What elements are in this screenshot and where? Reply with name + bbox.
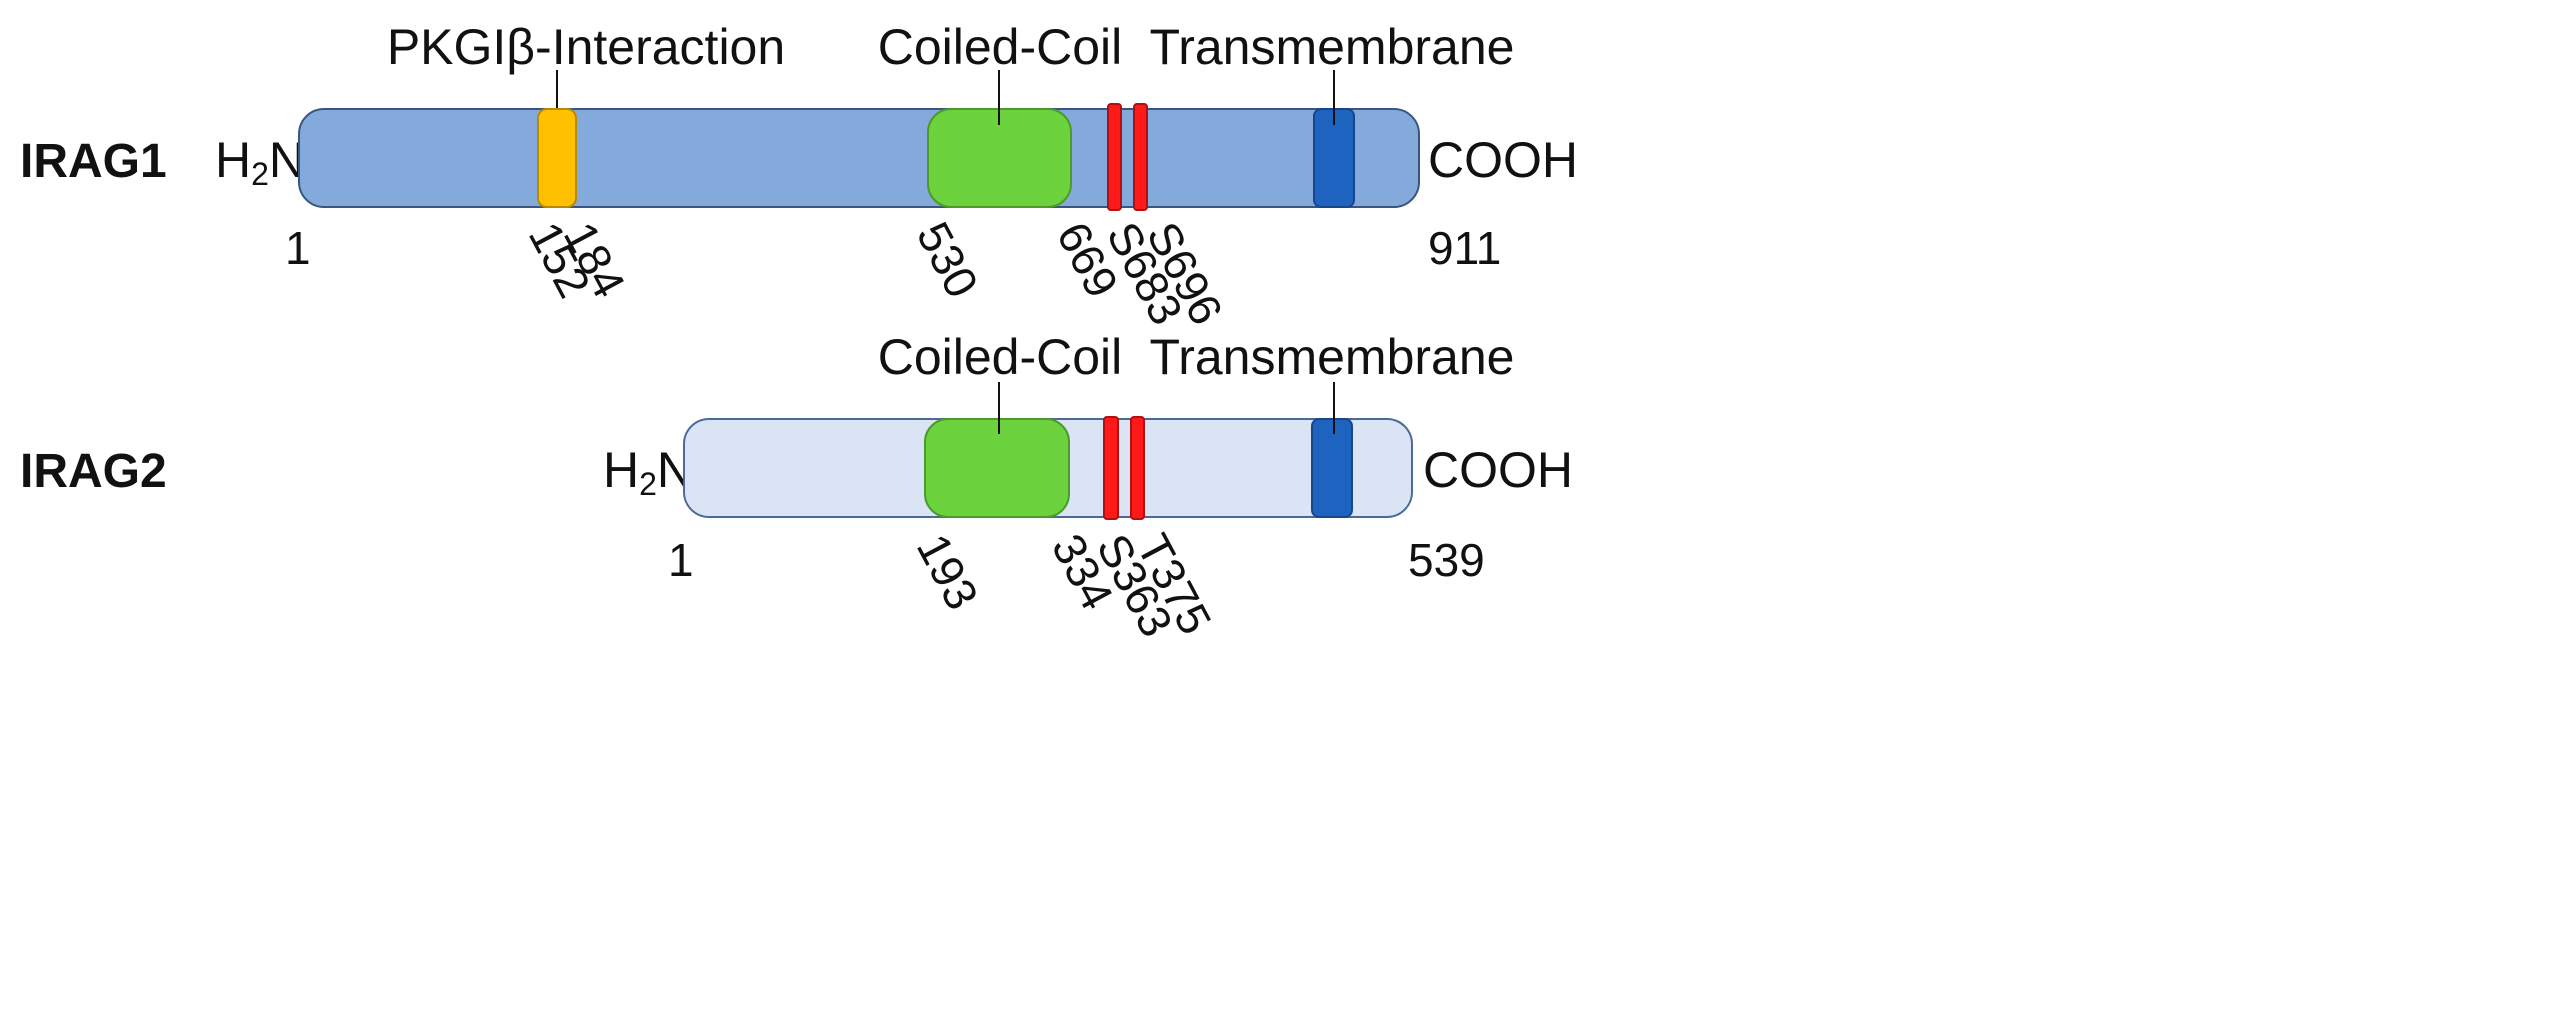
irag2-c-terminus: COOH xyxy=(1423,442,1573,498)
irag1-coiled-coil-label: Coiled-Coil xyxy=(877,19,1123,75)
irag2-n-terminus: H2N xyxy=(603,442,694,502)
irag1-phosphosite-s696 xyxy=(1133,103,1148,211)
irag2-name: IRAG2 xyxy=(20,445,167,498)
irag2-phosphosite-s363 xyxy=(1103,416,1119,520)
irag1-transmembrane-leader xyxy=(1333,70,1335,125)
irag1-pkg-interaction-domain xyxy=(537,108,577,208)
irag1-coiled-coil-leader xyxy=(998,70,1000,125)
irag2-transmembrane-label: Transmembrane xyxy=(1149,329,1515,385)
irag1-phosphosite-s683 xyxy=(1107,103,1122,211)
irag1-protein-bar xyxy=(298,108,1420,208)
irag2-phosphosite-t375 xyxy=(1130,416,1145,520)
irag1-start-position: 1 xyxy=(285,222,311,274)
irag1-c-terminus: COOH xyxy=(1428,132,1578,188)
irag1-end-position: 911 xyxy=(1428,222,1502,274)
irag2-coiled-coil-leader xyxy=(998,382,1000,434)
irag1-transmembrane-label: Transmembrane xyxy=(1149,19,1515,75)
irag2-coiled-coil-label: Coiled-Coil xyxy=(877,329,1123,385)
irag2-position-label: 193 xyxy=(906,525,989,618)
irag2-coiled-coil-domain xyxy=(924,418,1070,518)
irag2-transmembrane-domain xyxy=(1311,418,1353,518)
irag2-start-position: 1 xyxy=(668,534,694,586)
irag2-transmembrane-leader xyxy=(1333,382,1335,434)
irag1-name: IRAG1 xyxy=(20,135,167,188)
irag1-position-label: 530 xyxy=(906,213,989,306)
irag1-pkg-interaction-leader xyxy=(556,70,558,108)
irag1-pkg-interaction-label: PKGIβ-Interaction xyxy=(386,19,786,75)
irag2-end-position: 539 xyxy=(1408,534,1485,586)
irag1-n-terminus: H2N xyxy=(215,132,306,192)
